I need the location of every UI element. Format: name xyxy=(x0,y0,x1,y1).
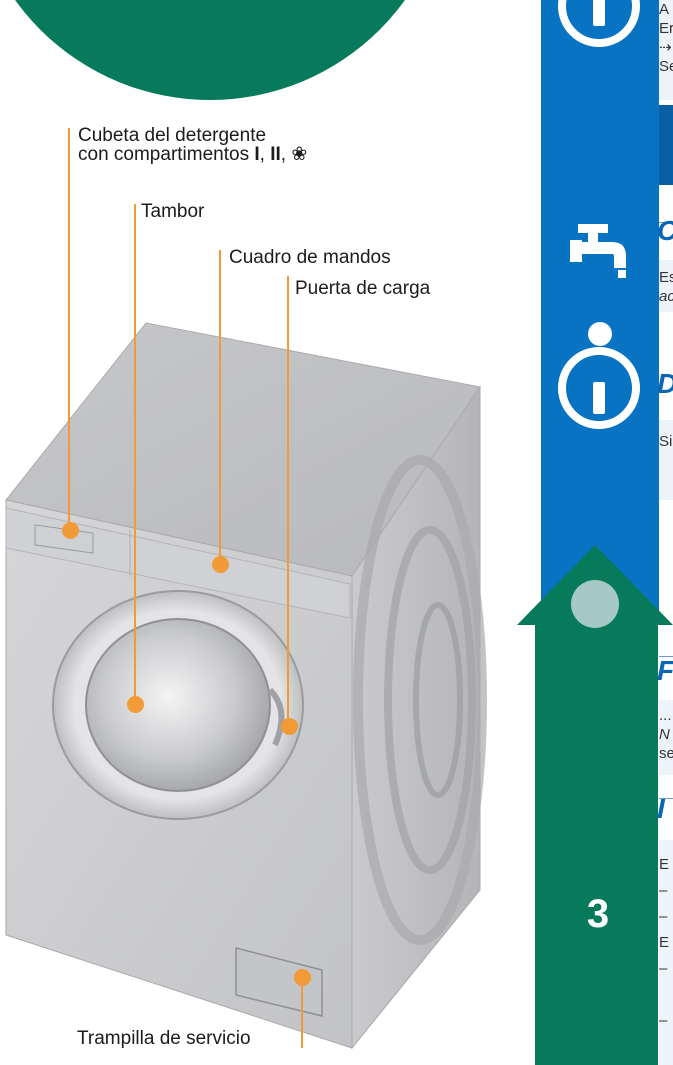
top-text-block xyxy=(659,0,673,100)
blue-side-band xyxy=(541,0,659,620)
callout-dot-service-hatch xyxy=(294,969,311,986)
callout-line-loading-door xyxy=(287,276,289,726)
section-i-heading: I xyxy=(657,793,665,824)
green-arrow-shaft xyxy=(535,620,658,1065)
label-detergent-drawer: Cubeta del detergente con compartimentos… xyxy=(78,126,307,164)
callout-line-service-hatch xyxy=(301,978,303,1048)
callout-line-control-panel xyxy=(219,250,221,562)
section-f-text-bg xyxy=(659,700,673,775)
dark-tab-block xyxy=(659,105,673,185)
section-i-text-bg xyxy=(659,840,673,1065)
section-i-text: E – – E – – xyxy=(659,856,670,1029)
info-dot xyxy=(588,322,612,346)
label-control-panel: Cuadro de mandos xyxy=(229,247,391,268)
arrow-circle xyxy=(571,580,619,628)
section-c-heading: C xyxy=(657,215,673,247)
callout-dot-drum xyxy=(127,696,144,713)
section-d-text: Si xyxy=(659,433,673,450)
top-text-lines: A Er ⇢ Se xyxy=(659,1,673,75)
section-c-rule xyxy=(659,222,673,223)
section-d-heading: D xyxy=(657,368,673,400)
section-f-text: ... N se xyxy=(659,707,673,762)
faucet-icon xyxy=(570,224,626,278)
callout-dot-loading-door xyxy=(281,718,298,735)
page-number: 3 xyxy=(586,892,610,936)
label-drum: Tambor xyxy=(141,201,205,222)
softener-compartment-icon: ❀ xyxy=(291,144,308,165)
callout-dot-detergent xyxy=(62,522,79,539)
label-detergent-line1: Cubeta del detergente xyxy=(78,125,267,146)
section-f-rule xyxy=(659,656,673,657)
section-c-text-bg xyxy=(659,260,673,312)
info-icon xyxy=(558,0,640,47)
info-icon xyxy=(558,347,640,429)
callout-line-detergent xyxy=(68,128,70,528)
washing-machine-illustration xyxy=(5,322,487,1050)
section-d-text-bg xyxy=(659,420,673,500)
label-service-hatch: Trampilla de servicio xyxy=(77,1028,251,1049)
section-i-rule xyxy=(659,798,673,799)
section-f-heading: F xyxy=(657,655,673,686)
label-detergent-line2: con compartimentos I, II, ❀ xyxy=(78,144,308,165)
callout-dot-control-panel xyxy=(212,556,229,573)
label-loading-door: Puerta de carga xyxy=(295,278,431,299)
callout-line-drum xyxy=(134,204,136,704)
section-c-text: Es ac xyxy=(659,269,673,305)
